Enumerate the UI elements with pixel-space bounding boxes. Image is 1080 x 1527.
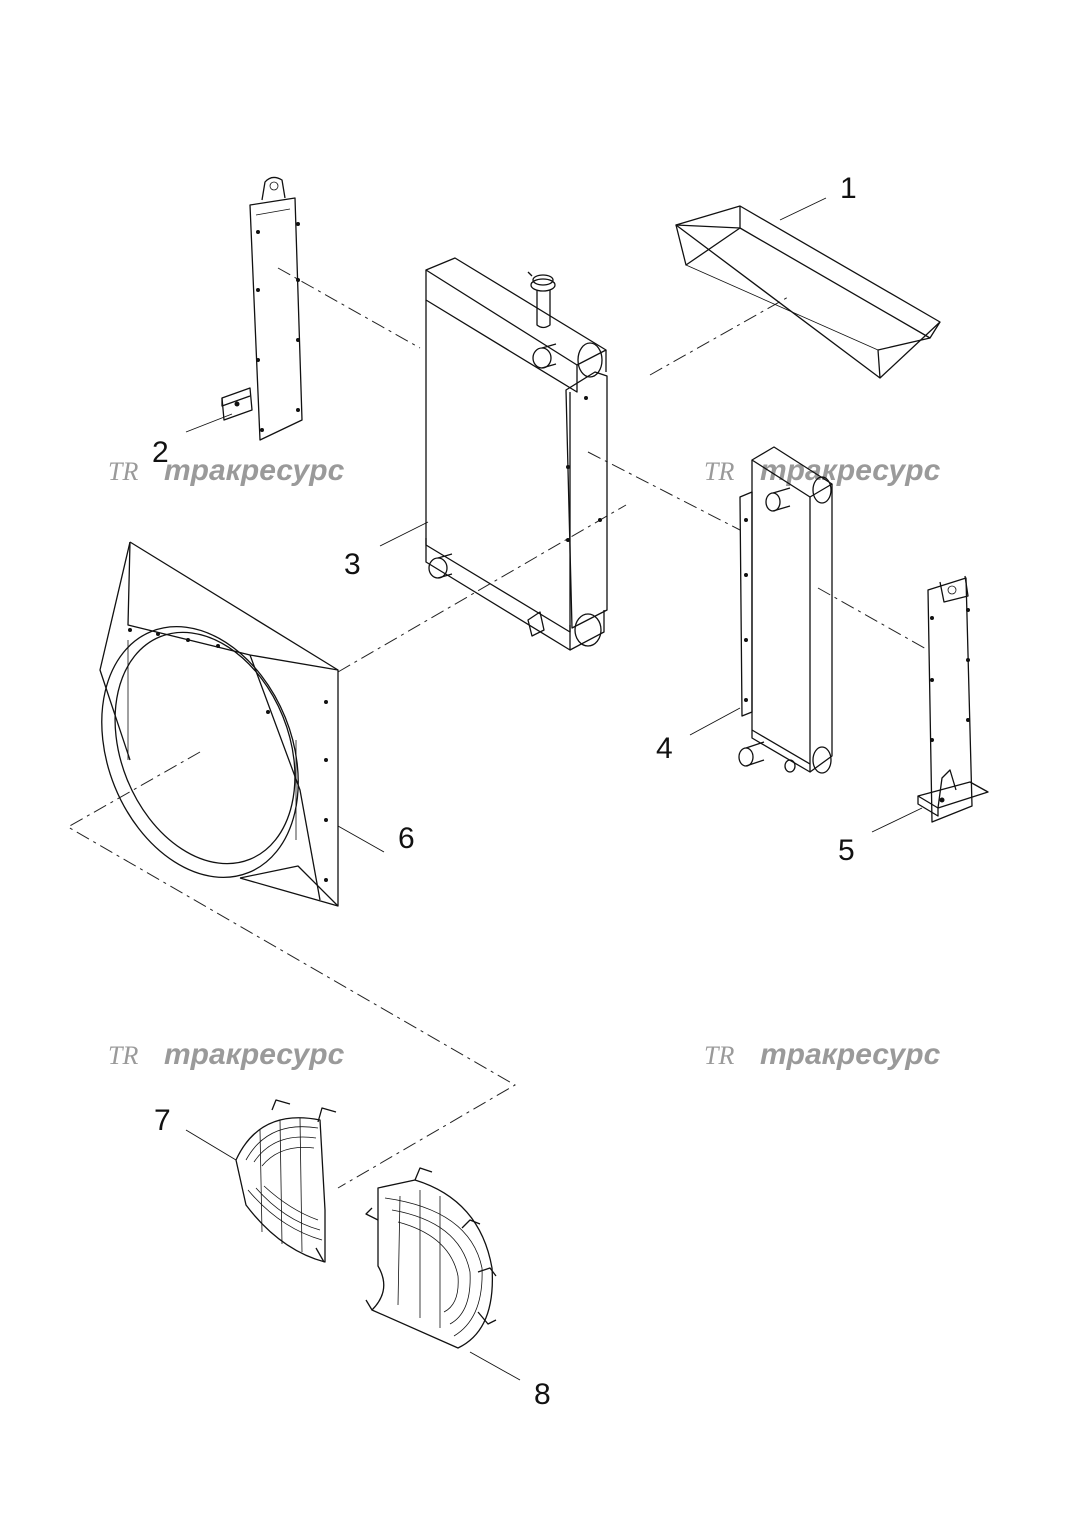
part-3-radiator — [425, 257, 608, 651]
watermark-logo: TR — [704, 1041, 734, 1070]
callout-7: 7 — [154, 1104, 171, 1137]
part-6-fan-shroud — [99, 541, 339, 907]
watermark-logo: TR — [704, 457, 734, 486]
callout-6: 6 — [398, 822, 415, 855]
watermark-text: тракресурс — [760, 454, 941, 487]
watermark-bottom-left: TR тракресурс — [108, 1038, 345, 1071]
part-8-fan-guard — [365, 1167, 497, 1349]
part-5-right-bracket — [917, 575, 989, 823]
part-1-top-cover — [675, 205, 941, 379]
callout-numbers: 1 2 3 4 5 6 7 8 — [152, 172, 857, 1411]
watermark-top-left: TR тракресурс — [108, 454, 345, 487]
callout-1: 1 — [840, 172, 857, 205]
assembly-lines — [66, 267, 929, 1189]
watermark-text: тракресурс — [164, 1038, 345, 1071]
callout-4: 4 — [656, 732, 673, 765]
watermark-text: тракресурс — [164, 454, 345, 487]
part-4-oil-cooler — [738, 446, 833, 774]
callout-3: 3 — [344, 548, 361, 581]
part-2-left-bracket — [221, 176, 303, 441]
watermark-logo: TR — [108, 1041, 138, 1070]
callout-5: 5 — [838, 834, 855, 867]
part-7-fan-guard — [235, 1099, 337, 1263]
watermark-text: тракресурс — [760, 1038, 941, 1071]
callout-2: 2 — [152, 436, 169, 469]
callout-8: 8 — [534, 1378, 551, 1411]
watermark-logo: TR — [108, 457, 138, 486]
watermark-top-right: TR тракресурс — [704, 454, 941, 487]
watermark-bottom-right: TR тракресурс — [704, 1038, 941, 1071]
leader-lines — [185, 197, 923, 1381]
